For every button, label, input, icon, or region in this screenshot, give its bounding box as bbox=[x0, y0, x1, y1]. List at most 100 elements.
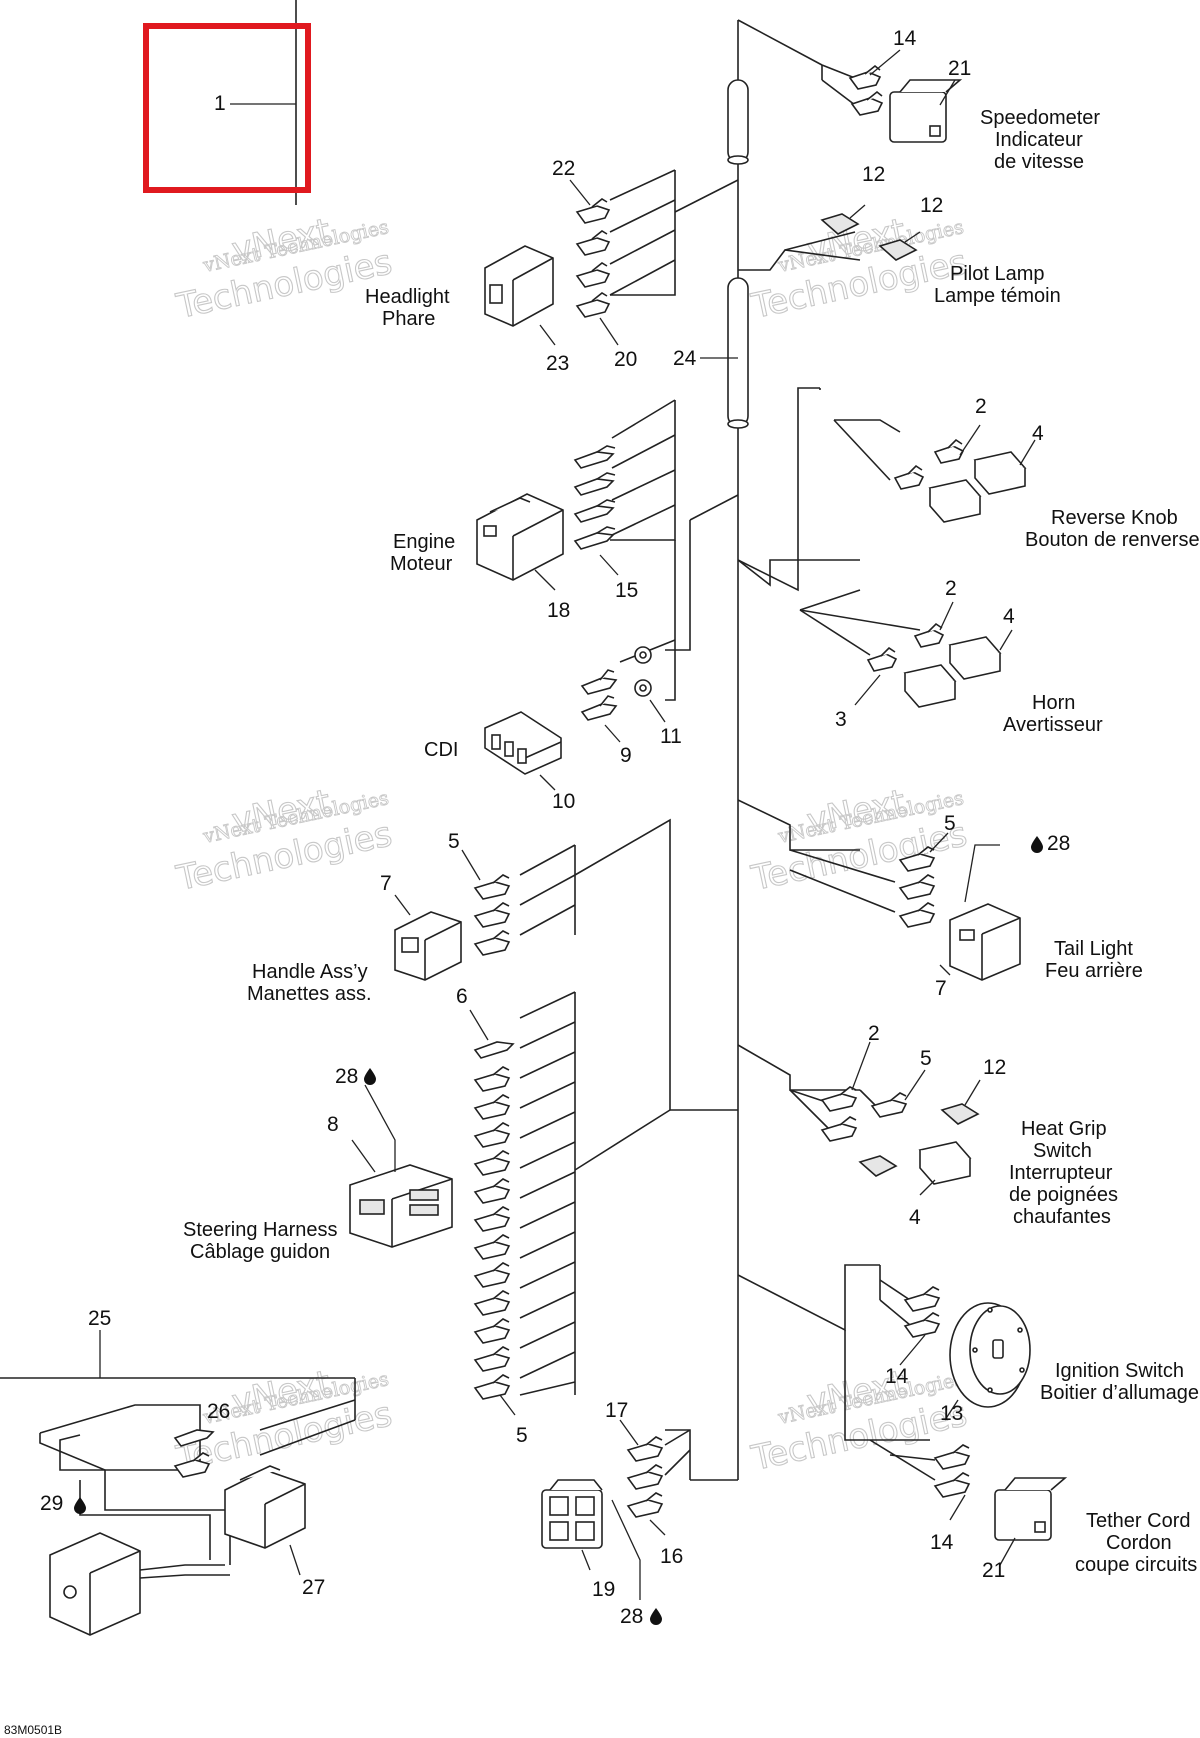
pilot-lamp-wires bbox=[738, 231, 861, 271]
callout-5-tail: 5 bbox=[944, 812, 956, 835]
callout-1: 1 bbox=[214, 92, 226, 115]
terminal-17[interactable] bbox=[626, 1436, 664, 1518]
drop-icon bbox=[364, 1068, 376, 1085]
steering-connector-8[interactable] bbox=[349, 1164, 453, 1248]
drop-icon bbox=[650, 1608, 662, 1625]
callout-24: 24 bbox=[673, 347, 697, 370]
label-handle-en: Handle Ass’y bbox=[252, 961, 368, 983]
terminal-2-reverse[interactable] bbox=[893, 438, 965, 490]
main-harness-trunk bbox=[690, 19, 823, 1481]
label-headlight-fr: Phare bbox=[382, 308, 435, 330]
heat-grip-connector-4[interactable] bbox=[918, 1141, 972, 1185]
callout-28-tail: 28 bbox=[1047, 832, 1070, 855]
highlight-box bbox=[143, 23, 311, 193]
terminal-5-tail[interactable] bbox=[898, 846, 936, 928]
item-25-harness bbox=[0, 1330, 356, 1456]
callout-2-horn: 2 bbox=[945, 577, 957, 600]
callout-14-ignition: 14 bbox=[885, 1365, 909, 1388]
label-ignition-en: Ignition Switch bbox=[1055, 1360, 1184, 1382]
callout-4-horn: 4 bbox=[1003, 605, 1015, 628]
terminal-2-horn[interactable] bbox=[866, 622, 945, 672]
callout-4-heatgrip: 4 bbox=[909, 1206, 921, 1229]
protective-sleeve[interactable] bbox=[727, 79, 749, 165]
callout-28-bottom: 28 bbox=[620, 1605, 643, 1628]
label-engine-en: Engine bbox=[393, 531, 455, 553]
terminal-14-top[interactable] bbox=[848, 64, 884, 116]
label-tether-fr2: coupe circuits bbox=[1075, 1554, 1197, 1576]
callout-26: 26 bbox=[207, 1400, 230, 1423]
callout-23: 23 bbox=[546, 352, 569, 375]
ignition-wires bbox=[737, 1264, 911, 1332]
bottom-connector-19[interactable] bbox=[541, 1479, 603, 1549]
terminal-14-tether[interactable] bbox=[933, 1444, 971, 1498]
handle-connector-7[interactable] bbox=[394, 911, 462, 981]
callout-20: 20 bbox=[614, 348, 637, 371]
tether-connector-21[interactable] bbox=[994, 1477, 1068, 1541]
label-cdi-en: CDI bbox=[424, 739, 458, 761]
terminal-14-ignition[interactable] bbox=[903, 1286, 941, 1338]
label-tail-light-fr: Feu arrière bbox=[1045, 960, 1143, 982]
terminal-15[interactable] bbox=[573, 445, 616, 550]
item-1-harness-end[interactable] bbox=[230, 0, 297, 205]
terminal-22[interactable] bbox=[575, 198, 611, 318]
terminal-12-heatgrip[interactable] bbox=[858, 1103, 980, 1177]
label-speedometer-fr: Indicateur bbox=[995, 129, 1083, 151]
callout-18: 18 bbox=[547, 599, 570, 622]
reverse-knob-wires bbox=[737, 387, 901, 592]
tail-light-connector-7[interactable] bbox=[949, 903, 1021, 981]
label-heat-grip-en: Heat Grip bbox=[1021, 1118, 1107, 1140]
speedometer-connector-21[interactable] bbox=[889, 79, 963, 143]
label-horn-fr: Avertisseur bbox=[1003, 714, 1103, 736]
label-heat-grip-fr1: Switch bbox=[1033, 1140, 1092, 1162]
terminal-12-pilot[interactable] bbox=[820, 213, 918, 261]
callout-5-steering: 5 bbox=[516, 1424, 528, 1447]
label-steering-en: Steering Harness bbox=[183, 1219, 338, 1241]
callout-2: 2 bbox=[975, 395, 987, 418]
callout-5-heatgrip: 5 bbox=[920, 1047, 932, 1070]
callout-19: 19 bbox=[592, 1578, 615, 1601]
watermark-group: vNext Technologies Technologies vNext vN… bbox=[172, 210, 971, 1479]
callout-11: 11 bbox=[660, 725, 682, 748]
callout-14-tether: 14 bbox=[930, 1531, 954, 1554]
ignition-switch-13[interactable] bbox=[949, 1302, 1031, 1408]
terminal-9[interactable] bbox=[580, 669, 618, 721]
label-tail-light-en: Tail Light bbox=[1054, 938, 1133, 960]
callout-7: 7 bbox=[380, 872, 392, 895]
cdi-wires bbox=[619, 540, 676, 701]
terminal-5-handle[interactable] bbox=[473, 874, 511, 956]
label-heat-grip-fr4: chaufantes bbox=[1013, 1206, 1111, 1228]
callout-6: 6 bbox=[456, 985, 468, 1008]
horn-wires bbox=[737, 559, 921, 656]
seal-11[interactable] bbox=[634, 646, 652, 697]
reverse-knob-connector-4[interactable] bbox=[928, 451, 1027, 523]
item-27-connector[interactable] bbox=[224, 1465, 306, 1549]
headlight-connector-23[interactable] bbox=[484, 245, 554, 327]
drop-icon bbox=[1031, 836, 1043, 853]
callout-28-steering: 28 bbox=[335, 1065, 358, 1088]
callout-25: 25 bbox=[88, 1307, 111, 1330]
terminals-steering[interactable] bbox=[473, 1041, 515, 1400]
callout-14: 14 bbox=[893, 27, 917, 50]
label-tether-fr1: Cordon bbox=[1106, 1532, 1172, 1554]
callout-22: 22 bbox=[552, 157, 575, 180]
item-29-module[interactable] bbox=[49, 1532, 230, 1636]
terminal-26[interactable] bbox=[173, 1429, 215, 1478]
cdi-connector-10[interactable] bbox=[484, 711, 562, 775]
protective-sleeve-24[interactable] bbox=[727, 277, 749, 429]
callout-27: 27 bbox=[302, 1576, 325, 1599]
bottom-connector-wires bbox=[664, 1429, 691, 1480]
label-handle-fr: Manettes ass. bbox=[247, 983, 372, 1005]
horn-connector-4[interactable] bbox=[903, 636, 1002, 708]
callout-9: 9 bbox=[620, 744, 632, 767]
callout-12b: 12 bbox=[920, 194, 943, 217]
terminal-2-heatgrip[interactable] bbox=[820, 1086, 908, 1142]
label-speedometer-en: Speedometer bbox=[980, 107, 1100, 129]
callout-21: 21 bbox=[948, 57, 971, 80]
callout-29: 29 bbox=[40, 1492, 63, 1515]
callout-12: 12 bbox=[862, 163, 885, 186]
handle-wires bbox=[519, 818, 738, 1111]
engine-connector-18[interactable] bbox=[476, 493, 564, 581]
drop-icon bbox=[74, 1497, 86, 1514]
label-ignition-fr: Boitier d’allumage bbox=[1040, 1382, 1199, 1404]
